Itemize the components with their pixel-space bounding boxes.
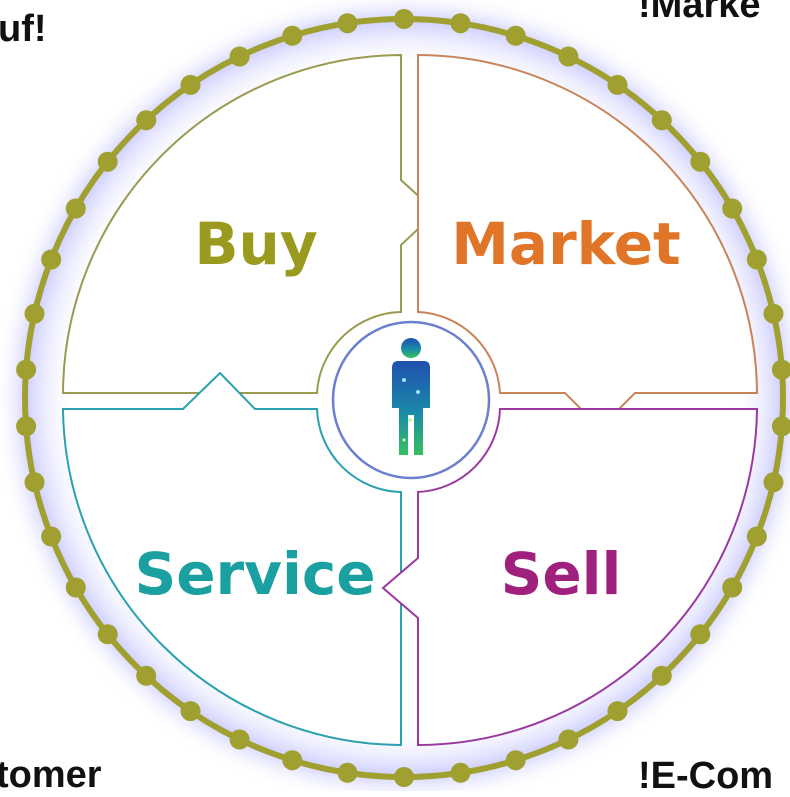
ring-dot xyxy=(97,624,118,645)
ring-dot xyxy=(558,46,579,67)
ring-dot xyxy=(450,762,471,783)
ring-dot xyxy=(394,767,414,787)
ring-dot xyxy=(505,25,526,46)
market-label: Market xyxy=(451,210,681,278)
service-label: Service xyxy=(134,540,375,608)
sell-quadrant xyxy=(381,408,759,747)
ring-dot xyxy=(651,665,672,686)
ring-dot xyxy=(690,624,711,645)
ring-dot xyxy=(16,359,37,380)
ring-dot xyxy=(394,9,414,29)
ring-dot xyxy=(97,151,118,172)
ring-dot xyxy=(337,762,358,783)
ring-dot xyxy=(771,416,790,437)
corner-label-bottom-left: tomer xyxy=(0,754,102,796)
ring-dot xyxy=(282,25,303,46)
service-quadrant xyxy=(61,371,402,747)
market-quadrant xyxy=(417,53,759,430)
person-icon xyxy=(392,338,430,455)
ring-dot xyxy=(180,701,201,722)
ring-dot xyxy=(136,665,157,686)
ring-dot xyxy=(229,729,250,750)
ring-dot xyxy=(722,198,743,219)
ring-dot xyxy=(41,526,62,547)
ring-dot xyxy=(24,472,45,493)
ring-dot xyxy=(771,359,790,380)
ring-dot xyxy=(180,74,201,95)
ring-dot xyxy=(746,249,767,270)
ring-dot xyxy=(65,198,86,219)
buy-label: Buy xyxy=(194,210,317,278)
ring-dot xyxy=(763,303,784,324)
corner-label-bottom-right: !E-Com xyxy=(638,755,774,797)
ring-dot xyxy=(746,526,767,547)
ring-dot xyxy=(65,577,86,598)
ring-dot xyxy=(607,701,628,722)
corner-label-top-right: !Marke xyxy=(638,0,761,26)
ring-dot xyxy=(651,110,672,131)
ring-dot xyxy=(690,151,711,172)
ring-dot xyxy=(337,13,358,34)
ring-dot xyxy=(282,750,303,771)
ring-dot xyxy=(722,577,743,598)
ring-dot xyxy=(450,13,471,34)
ring-dot xyxy=(16,416,37,437)
ring-dot xyxy=(24,303,45,324)
ring-dot xyxy=(558,729,579,750)
ring-dots xyxy=(16,9,790,787)
ring-dot xyxy=(41,249,62,270)
buy-quadrant xyxy=(61,53,438,394)
ring-dot xyxy=(607,74,628,95)
ring-dot xyxy=(505,750,526,771)
sell-label: Sell xyxy=(501,540,622,608)
ring-dot xyxy=(763,472,784,493)
ring-dot xyxy=(136,110,157,131)
corner-label-top-left: uf! xyxy=(0,8,47,50)
ring-dot xyxy=(229,46,250,67)
